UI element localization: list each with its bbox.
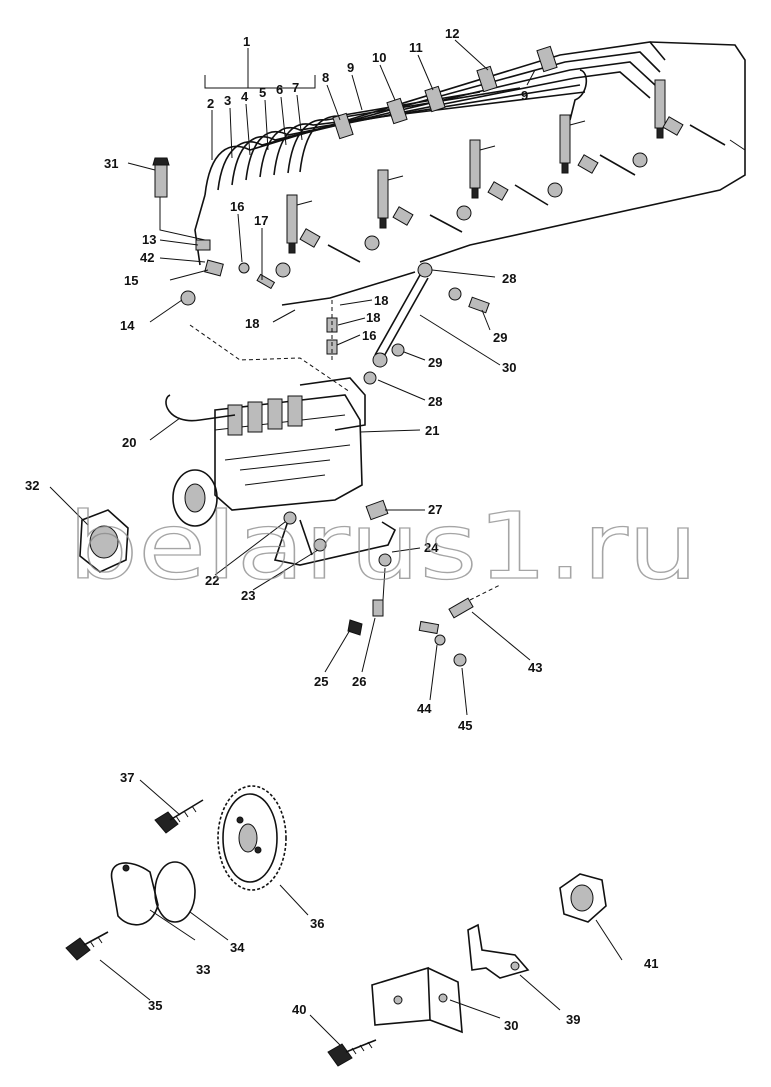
callout-27: 27 — [428, 502, 442, 517]
callout-28a: 28 — [502, 271, 516, 286]
fittings-43-45 — [418, 584, 501, 667]
callout-18a: 18 — [245, 316, 259, 331]
callout-20: 20 — [122, 435, 136, 450]
callout-15: 15 — [124, 273, 138, 288]
nut-32 — [79, 509, 129, 573]
callout-44: 44 — [417, 701, 432, 716]
callout-35: 35 — [148, 998, 162, 1013]
leader-lines — [49, 39, 623, 1046]
bolt-40 — [327, 1039, 377, 1067]
lever-assembly — [273, 499, 397, 636]
callout-10: 10 — [372, 50, 386, 65]
injectors — [286, 79, 666, 254]
callout-3: 3 — [224, 93, 231, 108]
nut-41 — [559, 873, 607, 923]
callout-16b: 16 — [362, 328, 376, 343]
callout-36: 36 — [310, 916, 324, 931]
callout-29b: 29 — [428, 355, 442, 370]
return-pipe — [281, 271, 416, 360]
callout-32: 32 — [25, 478, 39, 493]
watermark-text: belarus1.ru — [68, 493, 698, 600]
bracket-30-lower — [371, 966, 463, 1034]
left-return-assembly — [152, 157, 224, 306]
gear-36 — [217, 785, 287, 891]
callout-28b: 28 — [428, 394, 442, 409]
callout-34: 34 — [230, 940, 245, 955]
callout-14: 14 — [120, 318, 135, 333]
callout-18c: 18 — [366, 310, 380, 325]
callout-33: 33 — [196, 962, 210, 977]
callout-25: 25 — [314, 674, 328, 689]
callout-7: 7 — [292, 80, 299, 95]
callout-8: 8 — [322, 70, 329, 85]
callout-2: 2 — [207, 96, 214, 111]
callout-9b: 9 — [521, 88, 528, 103]
callout-29a: 29 — [493, 330, 507, 345]
injection-pipe-bundle — [194, 41, 746, 266]
callout-18b: 18 — [374, 293, 388, 308]
callout-4: 4 — [241, 89, 249, 104]
callout-37: 37 — [120, 770, 134, 785]
callout-42: 42 — [140, 250, 154, 265]
callout-6: 6 — [276, 82, 283, 97]
callout-17: 17 — [254, 213, 268, 228]
callout-16a: 16 — [230, 199, 244, 214]
bolt-35 — [65, 931, 109, 961]
callout-41: 41 — [644, 956, 658, 971]
callout-9a: 9 — [347, 60, 354, 75]
callout-22: 22 — [205, 573, 219, 588]
callout-43: 43 — [528, 660, 542, 675]
gasket-34 — [154, 861, 196, 923]
callout-labels: 1 2 3 4 5 6 7 8 9 10 11 12 9 31 16 17 13… — [25, 26, 658, 1033]
callout-21: 21 — [425, 423, 439, 438]
callout-23: 23 — [241, 588, 255, 603]
callout-40: 40 — [292, 1002, 306, 1017]
callout-30a: 30 — [502, 360, 516, 375]
callout-24: 24 — [424, 540, 439, 555]
callout-11: 11 — [409, 40, 423, 55]
callout-13: 13 — [142, 232, 156, 247]
callout-31: 31 — [104, 156, 118, 171]
callout-45: 45 — [458, 718, 472, 733]
bolt-37 — [154, 799, 204, 834]
callout-12: 12 — [445, 26, 459, 41]
small-fittings — [238, 116, 726, 290]
cover-33 — [110, 862, 159, 926]
callout-26: 26 — [352, 674, 366, 689]
fuel-rod-bracket — [363, 262, 490, 385]
callout-30b: 30 — [504, 1018, 518, 1033]
injection-pump — [165, 324, 366, 527]
pipe-clamps — [332, 45, 558, 140]
callout-1: 1 — [243, 34, 250, 49]
callout-5: 5 — [259, 85, 266, 100]
bracket-39 — [467, 923, 530, 979]
callout-39: 39 — [566, 1012, 580, 1027]
